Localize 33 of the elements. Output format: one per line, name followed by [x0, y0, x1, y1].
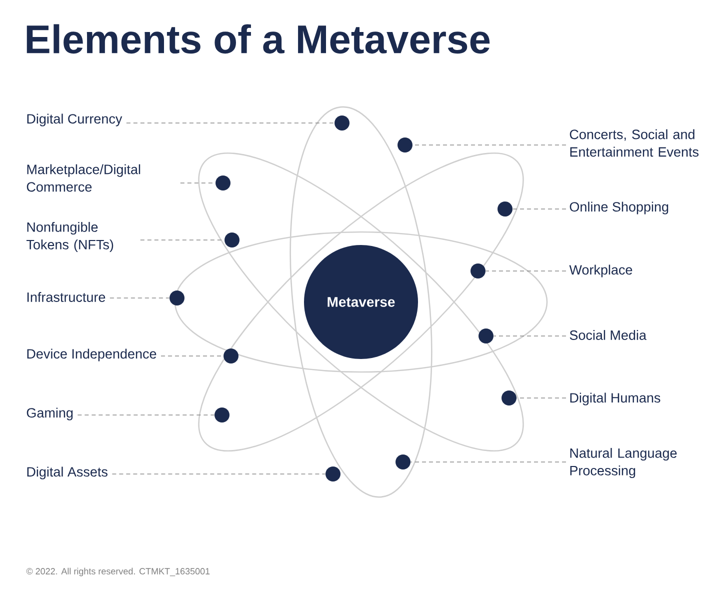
item-label: Online Shopping [570, 202, 668, 214]
orbit-dot [502, 390, 516, 406]
orbit-dot [224, 232, 240, 248]
orbit-dot [334, 116, 350, 130]
item-label: Digital Assets [27, 466, 108, 480]
item-label: Device Independence [27, 348, 156, 362]
orbit-dot [224, 348, 238, 364]
orbit-dot [216, 176, 230, 190]
item-label: Concerts, Social and Entertainment Events [570, 129, 699, 157]
item-label: Nonfungible Tokens (NFTs) [26, 222, 114, 252]
leader-line [485, 270, 566, 272]
orbit-dot [170, 290, 184, 306]
item-label: Digital Currency [27, 114, 122, 126]
orbit-dot [470, 264, 486, 278]
item-label: Gaming [26, 408, 73, 420]
leader-line [412, 144, 566, 146]
orbit-dot [396, 454, 410, 470]
orbit-dot [478, 328, 494, 344]
copyright-note: © 2022. All rights reserved. CTMKT_1635001 [26, 568, 210, 576]
orbit-dot [214, 408, 230, 422]
title: Elements of a Metaverse [26, 24, 490, 54]
leader-line [126, 122, 335, 124]
orbit-dot [398, 138, 412, 152]
orbit-dot [326, 466, 340, 482]
item-label: Social Media [570, 330, 646, 340]
leader-line [512, 208, 566, 210]
item-label: Marketplace/Digital Commerce [26, 164, 140, 192]
item-label: Digital Humans [570, 392, 660, 406]
orbit-dot [498, 202, 512, 216]
item-label: Workplace [569, 264, 632, 278]
leader-line [77, 414, 215, 416]
item-label: Infrastructure [27, 292, 106, 302]
item-label: Natural Language Processing [570, 448, 677, 478]
